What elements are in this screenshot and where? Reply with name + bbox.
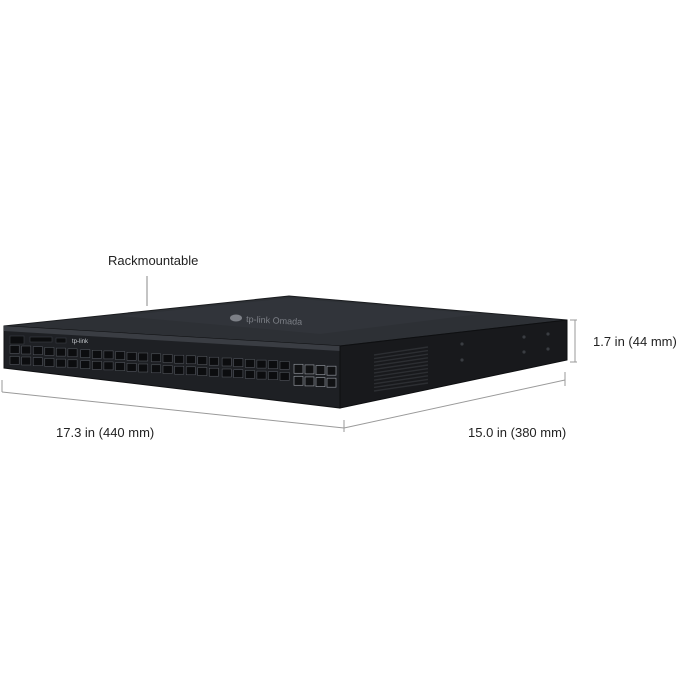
rj45-port [67, 359, 78, 369]
rj45-port [44, 358, 55, 367]
rj45-port [56, 347, 66, 357]
rj45-port [174, 365, 185, 375]
width-dimension-line [1, 380, 345, 432]
front-status-area [9, 335, 67, 345]
height-dimension-label: 1.7 in (44 mm) [593, 334, 677, 349]
rj45-port [197, 367, 208, 376]
rj45-port [221, 368, 232, 378]
rj45-port [151, 364, 161, 374]
rj45-port [245, 370, 255, 379]
vent-slot [373, 364, 429, 374]
sfp-port [315, 365, 326, 375]
rj45-port [197, 356, 208, 365]
rj45-port [103, 350, 114, 360]
rj45-port [256, 370, 267, 380]
rj45-port [21, 356, 32, 366]
rj45-port [138, 363, 149, 373]
rj45-port [185, 366, 196, 376]
vent-slot [373, 353, 429, 363]
rackmountable-label: Rackmountable [108, 253, 199, 268]
rj45-port [9, 356, 20, 365]
rj45-port [151, 353, 161, 363]
rj45-port [268, 360, 278, 369]
rj45-port [209, 356, 219, 366]
sfp-port [293, 363, 304, 374]
side-vent-grille [373, 346, 429, 392]
rj45-port [80, 360, 91, 369]
lid-logo: tp-link Omada [230, 314, 302, 327]
sfp-port [315, 377, 326, 387]
rj45-port [185, 355, 196, 365]
rj45-port-array [9, 345, 290, 381]
front-brand-logo: tp-link [72, 339, 89, 345]
rj45-port [245, 359, 255, 368]
sfp-port [326, 377, 337, 388]
rj45-port [279, 372, 290, 381]
rj45-port [92, 361, 102, 370]
rj45-port [80, 349, 91, 358]
rj45-port [162, 365, 173, 374]
rj45-port [103, 361, 114, 371]
rj45-port [32, 346, 43, 355]
rj45-port [92, 350, 102, 359]
side-mount-screws [460, 332, 550, 362]
rj45-port [279, 361, 290, 370]
rj45-port [115, 351, 125, 360]
switch-front-trim [4, 326, 340, 351]
vent-slot [373, 367, 429, 378]
rj45-port [221, 357, 232, 367]
vent-slot [373, 357, 429, 367]
rj45-port [233, 369, 244, 378]
rj45-port [268, 371, 278, 380]
vent-slot [373, 346, 429, 356]
depth-dimension-label: 15.0 in (380 mm) [468, 425, 567, 440]
depth-dimension-line [343, 372, 566, 429]
vent-slot [373, 375, 429, 385]
width-dimension-label: 17.3 in (440 mm) [56, 425, 155, 440]
rj45-port [209, 367, 219, 377]
rj45-port [233, 358, 244, 367]
sfp-port [326, 365, 337, 376]
sfp-port-array [293, 363, 337, 388]
vent-slot [373, 382, 429, 392]
vent-slot [373, 371, 429, 381]
rj45-port [56, 358, 66, 368]
rj45-port [21, 345, 32, 355]
rj45-port [174, 354, 185, 364]
rj45-port [126, 352, 137, 361]
switch-lid-sheen [120, 298, 480, 334]
sfp-port [293, 375, 304, 386]
vent-slot [373, 349, 429, 360]
rj45-port [126, 363, 137, 372]
rj45-port [44, 347, 55, 356]
rj45-port [115, 362, 125, 371]
rj45-port [256, 359, 267, 369]
rj45-port [32, 357, 43, 366]
switch-side-panel [339, 319, 568, 409]
lid-logo-text: tp-link Omada [246, 314, 302, 327]
vent-slot [373, 360, 429, 371]
rj45-port [138, 352, 149, 362]
height-dimension-line [570, 319, 577, 363]
rj45-port [9, 345, 20, 354]
rj45-port [67, 348, 78, 358]
sfp-port [304, 376, 315, 387]
rj45-port [162, 354, 173, 363]
vent-slot [373, 378, 429, 389]
sfp-port [304, 364, 315, 375]
